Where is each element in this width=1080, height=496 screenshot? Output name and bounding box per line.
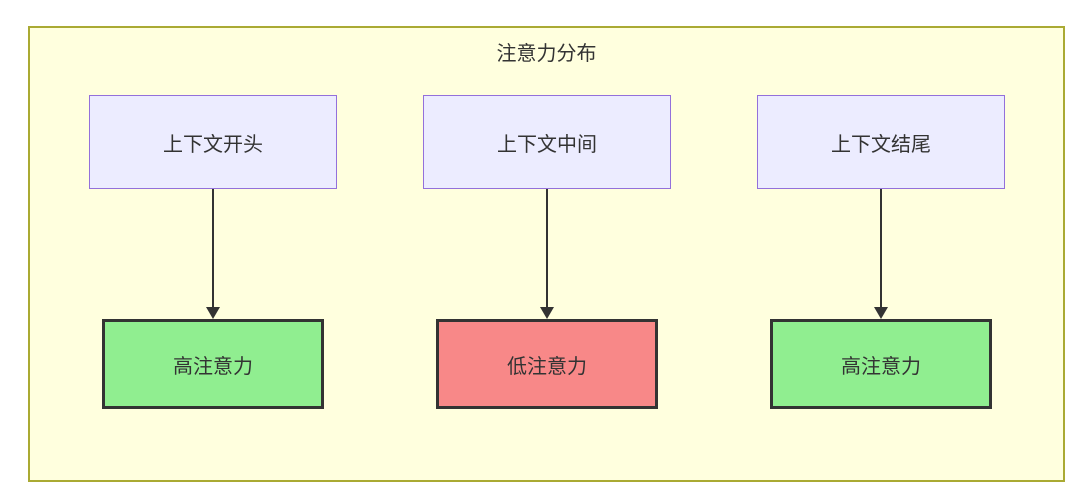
arrow-line [880,189,882,307]
flow-column-context-end: 上下文结尾 高注意力 [757,95,1005,409]
node-context-middle: 上下文中间 [423,95,671,189]
diagram-title: 注意力分布 [496,43,597,65]
arrow-down [206,189,220,319]
arrowhead-icon [540,307,554,319]
node-high-attention-right: 高注意力 [770,319,992,409]
arrow-down [874,189,888,319]
node-high-attention-left: 高注意力 [102,319,324,409]
node-context-end: 上下文结尾 [757,95,1005,189]
attention-distribution-subgraph: 注意力分布 上下文开头 高注意力 上下文中间 低注意力 上下文结尾 高注意力 [28,26,1065,482]
node-low-attention: 低注意力 [436,319,658,409]
flow-column-context-middle: 上下文中间 低注意力 [423,95,671,409]
arrow-down [540,189,554,319]
flow-column-context-start: 上下文开头 高注意力 [89,95,337,409]
arrow-line [546,189,548,307]
arrow-line [212,189,214,307]
arrowhead-icon [206,307,220,319]
node-context-start: 上下文开头 [89,95,337,189]
arrowhead-icon [874,307,888,319]
